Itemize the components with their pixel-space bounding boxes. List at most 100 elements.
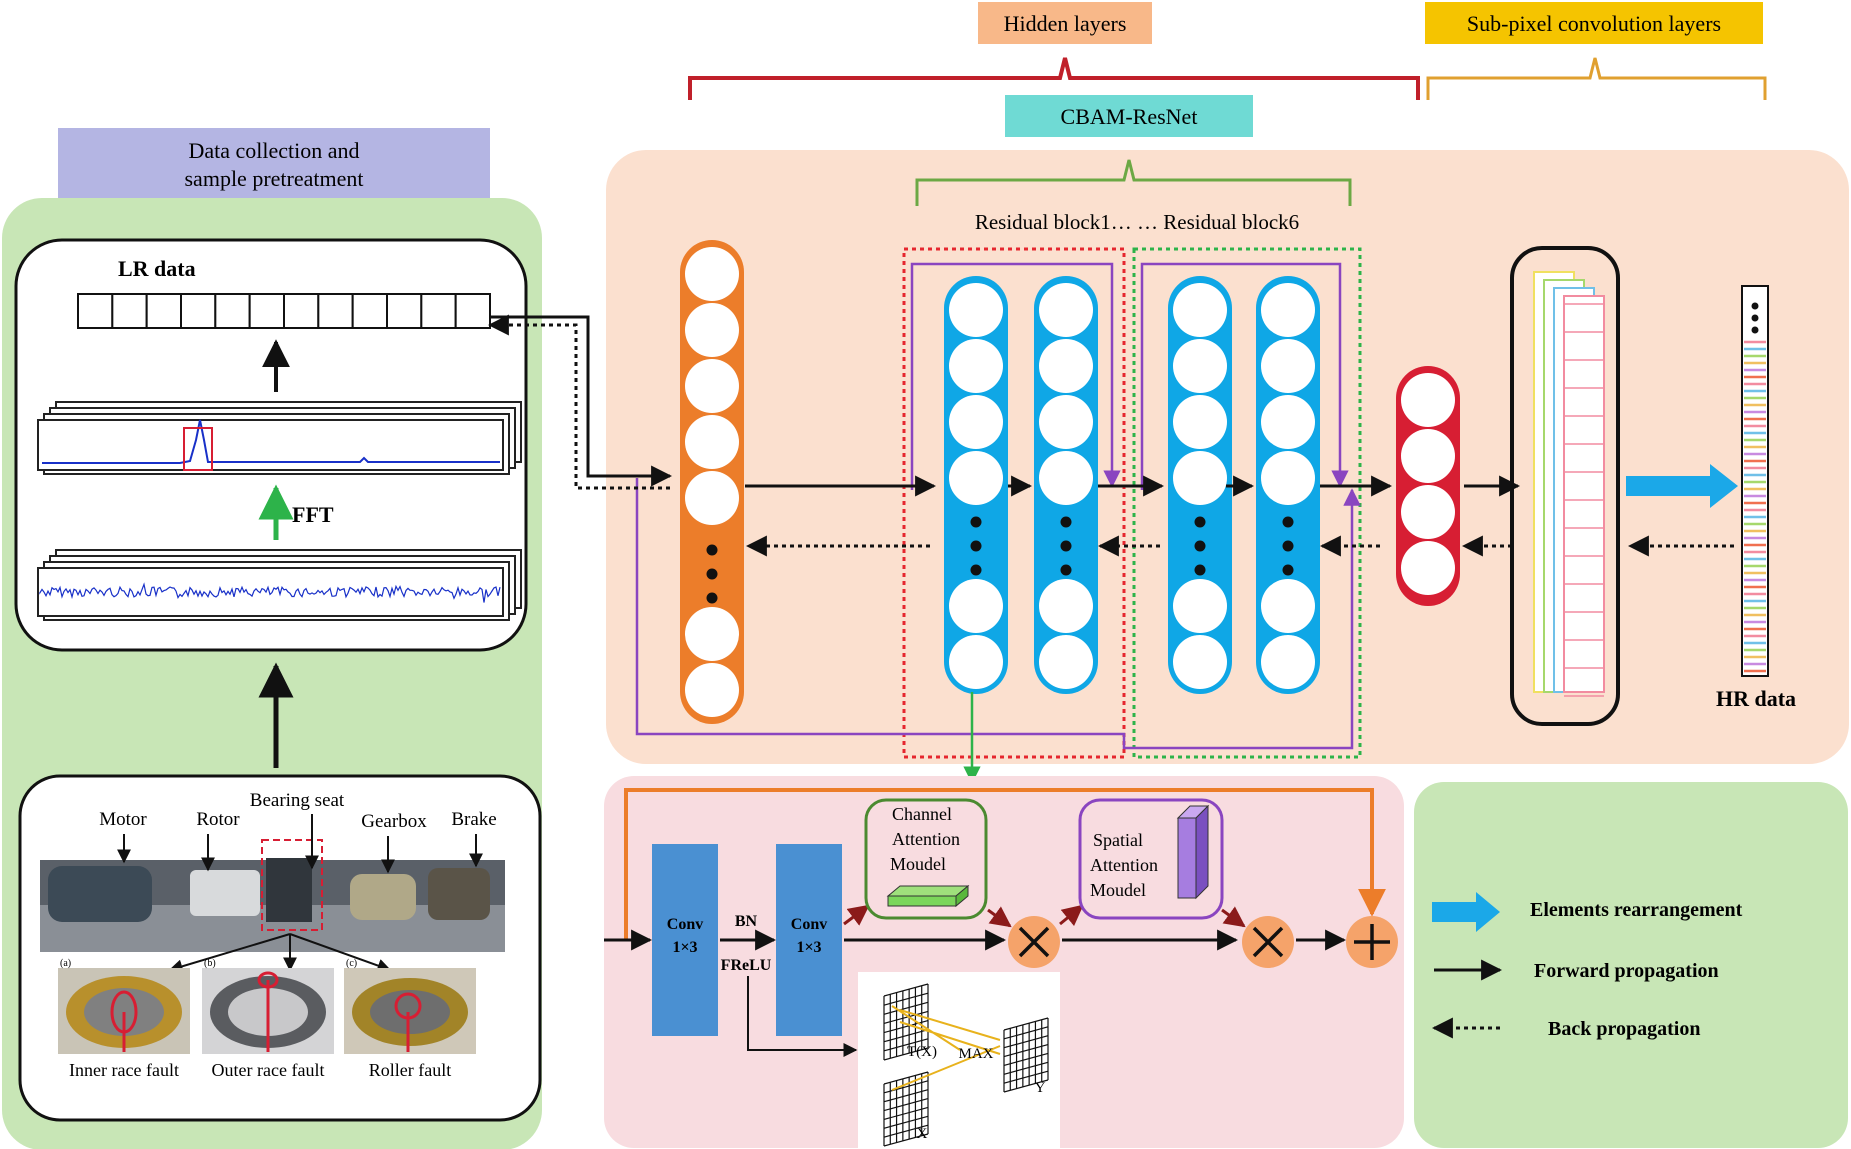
time-signal-stack <box>37 549 522 621</box>
residual-skip-connections <box>635 262 1361 750</box>
hr-data-label: HR data <box>1716 686 1796 711</box>
lr-data-cell <box>180 293 217 329</box>
conv1-size: 1×3 <box>672 939 697 956</box>
lr-forward-connection <box>490 315 673 487</box>
neuron <box>1261 635 1315 689</box>
neuron <box>1039 283 1093 337</box>
hidden-layers-header: Hidden layers <box>978 2 1152 44</box>
ellipsis-dot <box>1282 564 1294 576</box>
hidden-layers-brace <box>688 57 1420 100</box>
lr-data-cell <box>283 293 320 329</box>
neuron <box>949 283 1003 337</box>
neuron <box>1039 579 1093 633</box>
channel-attention-module: Channel Attention Moudel <box>864 798 988 920</box>
frelu-max-label: MAX <box>958 1046 993 1062</box>
ellipsis-dot <box>1282 540 1294 552</box>
residual-blocks-brace <box>915 159 1352 206</box>
ellipsis-dot <box>1060 564 1072 576</box>
neuron <box>1039 635 1093 689</box>
neuron <box>1039 451 1093 505</box>
channel-to-multiply-arrow <box>987 906 1012 928</box>
residual-block6-column-a <box>1168 276 1232 694</box>
channel-attention-line1: Channel <box>892 804 952 824</box>
rotor-label: Rotor <box>196 809 240 830</box>
lr-data-vector <box>77 293 491 329</box>
neuron <box>1173 395 1227 449</box>
ellipsis-dot <box>706 592 718 604</box>
fault-panel-letter-b: (b) <box>204 958 216 969</box>
legend-rearrangement-label: Elements rearrangement <box>1530 899 1743 921</box>
neuron <box>1173 283 1227 337</box>
cbam-resnet-header: CBAM-ResNet <box>1005 95 1253 137</box>
hr-data-vector <box>1741 285 1769 677</box>
data-collection-line2: sample pretreatment <box>185 166 364 191</box>
neuron <box>1401 541 1455 595</box>
lr-data-cell <box>77 293 114 329</box>
neuron <box>949 451 1003 505</box>
multiply-node-2 <box>1242 916 1294 968</box>
legend-panel <box>1414 782 1848 1148</box>
multiply-node-1 <box>1008 916 1060 968</box>
roller-fault-label: Roller fault <box>369 1060 451 1080</box>
outer-race-fault-label: Outer race fault <box>212 1060 325 1080</box>
legend-back-label: Back propagation <box>1548 1018 1700 1040</box>
ellipsis-dot <box>1194 540 1206 552</box>
spatial-attention-line1: Spatial <box>1093 830 1143 850</box>
spatial-to-multiply-arrow <box>1221 906 1246 928</box>
residual-block6-column-b <box>1256 276 1320 694</box>
conv2-size: 1×3 <box>796 939 821 956</box>
neuron <box>1261 395 1315 449</box>
multiply-to-spatial-arrow <box>1059 904 1084 927</box>
neuron <box>685 471 739 525</box>
bn-label: BN <box>735 913 758 930</box>
neuron <box>1039 339 1093 393</box>
feature-map-stack <box>1533 271 1605 697</box>
neuron <box>1173 635 1227 689</box>
ellipsis-dot <box>1060 540 1072 552</box>
ellipsis-dot <box>1751 314 1759 322</box>
lr-data-cell <box>248 293 286 329</box>
rearrangement-arrow <box>1626 464 1738 508</box>
ellipsis-dot <box>1751 326 1759 334</box>
test-rig-photo <box>40 839 505 952</box>
legend-back-propagation: Back propagation <box>1431 1017 1700 1040</box>
subpixel-brace <box>1426 57 1767 100</box>
ellipsis-dot <box>706 544 718 556</box>
lr-back-connection <box>487 314 670 490</box>
subpixel-block <box>1510 246 1620 726</box>
ellipsis-dot <box>1194 516 1206 528</box>
hidden-layers-label: Hidden layers <box>1004 11 1127 36</box>
rearrangement-legend-icon <box>1432 892 1500 932</box>
bearing-photos <box>58 968 476 1054</box>
data-collection-line1: Data collection and <box>188 138 359 163</box>
lr-data-label: LR data <box>118 256 196 281</box>
network-columns <box>680 240 1460 724</box>
neuron <box>1401 485 1455 539</box>
cbam-skip-connection <box>624 788 1386 940</box>
fft-label: FFT <box>292 502 334 527</box>
cbam-resnet-label: CBAM-ResNet <box>1061 104 1198 129</box>
subpixel-header: Sub-pixel convolution layers <box>1425 2 1763 44</box>
ellipsis-dot <box>1194 564 1206 576</box>
add-node <box>1346 916 1398 968</box>
spatial-attention-line3: Moudel <box>1090 880 1146 900</box>
ellipsis-dot <box>706 568 718 580</box>
lr-data-cell <box>351 293 388 329</box>
residual-block1-column-b <box>1034 276 1098 694</box>
frelu-detail-inset: T(X) MAX X Y <box>858 972 1060 1148</box>
frelu-label: FReLU <box>721 957 772 974</box>
neuron <box>949 579 1003 633</box>
bearing-seat-label: Bearing seat <box>250 790 345 811</box>
neuron <box>1261 579 1315 633</box>
neuron <box>685 415 739 469</box>
spectrum-stack <box>37 401 522 475</box>
neuron <box>1173 451 1227 505</box>
neuron <box>685 607 739 661</box>
neuron <box>1261 451 1315 505</box>
feature-grid-tx <box>883 983 929 1061</box>
lr-data-cell <box>454 293 491 329</box>
fault-panel-letter-a: (a) <box>60 958 71 969</box>
ellipsis-dot <box>970 516 982 528</box>
neuron <box>1039 395 1093 449</box>
